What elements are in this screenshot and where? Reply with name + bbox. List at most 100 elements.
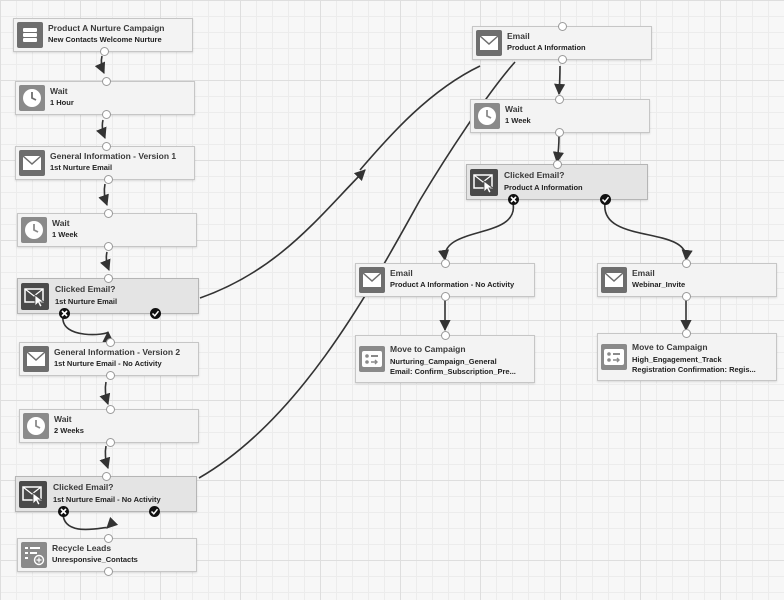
node-title: Product A Nurture Campaign bbox=[48, 23, 165, 33]
clock-icon bbox=[23, 413, 49, 439]
node-title: Wait bbox=[54, 414, 72, 424]
node-title: Clicked Email? bbox=[55, 284, 116, 294]
move-to-campaign-node[interactable]: Move to Campaign High_Engagement_Track R… bbox=[597, 329, 777, 381]
node-title: General Information - Version 2 bbox=[54, 347, 181, 357]
move-to-campaign-node[interactable]: Move to Campaign Nurturing_Campaign_Gene… bbox=[355, 331, 535, 383]
connector-no bbox=[62, 315, 114, 343]
no-branch-port[interactable] bbox=[59, 308, 70, 319]
node-subtitle: Nurturing_Campaign_General bbox=[390, 357, 497, 366]
node-subtitle: 1 Hour bbox=[50, 98, 74, 107]
no-branch-port[interactable] bbox=[508, 194, 519, 205]
connector-yes-cross bbox=[199, 169, 366, 299]
node-subtitle: 1st Nurture Email - No Activity bbox=[54, 359, 162, 368]
email-node[interactable]: Email Product A Information bbox=[472, 22, 652, 64]
email-node[interactable]: Email Product A Information - No Activit… bbox=[355, 259, 535, 301]
connector-cross bbox=[359, 65, 481, 171]
input-port[interactable] bbox=[555, 95, 564, 104]
input-port[interactable] bbox=[682, 329, 691, 338]
node-title: Move to Campaign bbox=[632, 342, 708, 352]
database-icon bbox=[17, 22, 43, 48]
connector bbox=[100, 251, 111, 272]
node-subtitle-secondary: Registration Confirmation: Regis... bbox=[632, 365, 756, 374]
output-port[interactable] bbox=[100, 47, 109, 56]
output-port[interactable] bbox=[104, 567, 113, 576]
clicked-email-decision-node[interactable]: Clicked Email? 1st Nurture Email bbox=[17, 274, 199, 319]
node-title: Wait bbox=[52, 218, 70, 228]
node-title: Email bbox=[632, 268, 655, 278]
campaign-node[interactable]: Product A Nurture Campaign New Contacts … bbox=[13, 18, 193, 56]
email-node[interactable]: Email Webinar_Invite bbox=[597, 259, 777, 301]
yes-branch-port[interactable] bbox=[600, 194, 611, 205]
input-port[interactable] bbox=[104, 534, 113, 543]
input-port[interactable] bbox=[104, 209, 113, 218]
input-port[interactable] bbox=[441, 331, 450, 340]
connector-no bbox=[62, 512, 119, 531]
node-subtitle: 1st Nurture Email - No Activity bbox=[53, 495, 161, 504]
node-subtitle: Product A Information bbox=[507, 43, 586, 52]
output-port[interactable] bbox=[682, 292, 691, 301]
wait-node[interactable]: Wait 1 Hour bbox=[15, 77, 195, 119]
input-port[interactable] bbox=[553, 160, 562, 169]
clock-icon bbox=[474, 103, 500, 129]
node-title: Wait bbox=[50, 86, 68, 96]
node-subtitle: 1st Nurture Email bbox=[55, 297, 118, 306]
clock-icon bbox=[21, 217, 47, 243]
connector bbox=[552, 135, 564, 164]
input-port[interactable] bbox=[102, 77, 111, 86]
output-port[interactable] bbox=[555, 128, 564, 137]
clock-icon bbox=[19, 85, 45, 111]
node-title: Clicked Email? bbox=[53, 482, 114, 492]
node-subtitle: High_Engagement_Track bbox=[632, 355, 722, 364]
clicked-email-decision-node[interactable]: Clicked Email? 1st Nurture Email - No Ac… bbox=[15, 472, 197, 517]
node-subtitle: 1 Week bbox=[52, 230, 78, 239]
node-title: Email bbox=[507, 31, 530, 41]
wait-node[interactable]: Wait 1 Week bbox=[17, 209, 197, 251]
input-port[interactable] bbox=[558, 22, 567, 31]
output-port[interactable] bbox=[106, 371, 115, 380]
node-subtitle: Webinar_Invite bbox=[632, 280, 686, 289]
node-subtitle: Product A Information - No Activity bbox=[390, 280, 515, 289]
envelope-icon bbox=[601, 267, 627, 293]
connector-yes bbox=[604, 202, 693, 262]
input-port[interactable] bbox=[102, 142, 111, 151]
recycle-list-icon bbox=[21, 542, 47, 568]
email-node[interactable]: General Information - Version 1 1st Nurt… bbox=[15, 142, 195, 184]
move-campaign-icon bbox=[601, 344, 627, 370]
node-subtitle: Product A Information bbox=[504, 183, 583, 192]
input-port[interactable] bbox=[682, 259, 691, 268]
envelope-icon bbox=[23, 346, 49, 372]
email-node[interactable]: General Information - Version 2 1st Nurt… bbox=[19, 338, 199, 380]
yes-branch-port[interactable] bbox=[150, 308, 161, 319]
connector bbox=[94, 55, 106, 75]
node-subtitle: New Contacts Welcome Nurture bbox=[48, 35, 162, 44]
output-port[interactable] bbox=[558, 55, 567, 64]
wait-node[interactable]: Wait 1 Week bbox=[470, 95, 650, 137]
output-port[interactable] bbox=[102, 110, 111, 119]
input-port[interactable] bbox=[441, 259, 450, 268]
no-branch-port[interactable] bbox=[58, 506, 69, 517]
output-port[interactable] bbox=[104, 242, 113, 251]
output-port[interactable] bbox=[441, 292, 450, 301]
input-port[interactable] bbox=[104, 274, 113, 283]
clicked-email-decision-node[interactable]: Clicked Email? Product A Information bbox=[466, 160, 648, 205]
node-title: Email bbox=[390, 268, 413, 278]
connector bbox=[96, 119, 107, 140]
node-subtitle: 2 Weeks bbox=[54, 426, 84, 435]
node-subtitle-secondary: Email: Confirm_Subscription_Pre... bbox=[390, 367, 516, 376]
node-subtitle: Unresponsive_Contacts bbox=[52, 555, 138, 564]
input-port[interactable] bbox=[106, 338, 115, 347]
recycle-leads-node[interactable]: Recycle Leads Unresponsive_Contacts bbox=[17, 534, 197, 576]
input-port[interactable] bbox=[102, 472, 111, 481]
node-subtitle: 1 Week bbox=[505, 116, 531, 125]
envelope-icon bbox=[359, 267, 385, 293]
cursor-click-icon bbox=[21, 283, 49, 310]
connector-no bbox=[438, 202, 514, 262]
output-port[interactable] bbox=[104, 175, 113, 184]
yes-branch-port[interactable] bbox=[149, 506, 160, 517]
envelope-icon bbox=[19, 150, 45, 176]
wait-node[interactable]: Wait 2 Weeks bbox=[19, 405, 199, 447]
node-title: Recycle Leads bbox=[52, 543, 112, 553]
input-port[interactable] bbox=[106, 405, 115, 414]
output-port[interactable] bbox=[106, 438, 115, 447]
